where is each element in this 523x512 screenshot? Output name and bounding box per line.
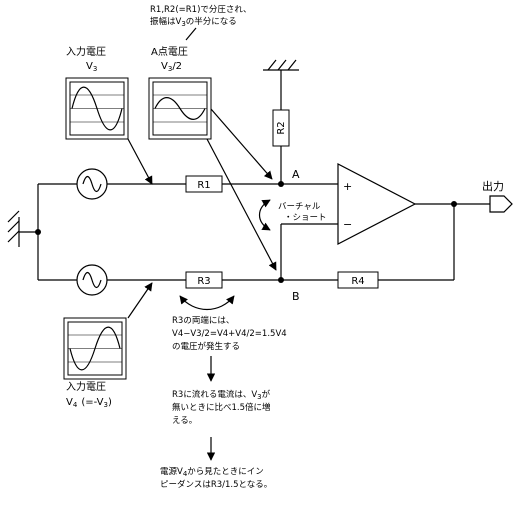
scope-in3 [65, 77, 129, 140]
scope-a [148, 77, 212, 140]
note-r3-line2: V4−V3/2=V4+V4/2=1.5V4 [172, 329, 287, 339]
node-a-label: A [292, 168, 300, 181]
arrow-scope-in3 [127, 138, 153, 185]
scope-a-title: A点電圧 [151, 46, 188, 58]
source-v4-icon [76, 264, 108, 296]
opamp-minus: − [343, 218, 352, 231]
note-current-line3: える。 [172, 416, 197, 426]
ground-left-icon [7, 210, 38, 247]
note-impedance-line1: 電源V4から見たときにイン [160, 467, 264, 478]
note-current-line2: 無いときに比べ1.5倍に増 [172, 402, 271, 413]
resistor-r1 [185, 175, 223, 193]
note-top-pointer [185, 27, 197, 41]
note-r3-line3: の電圧が発生する [172, 341, 240, 352]
virtual-short-line1: バーチャル [278, 202, 321, 212]
resistor-r4-label: R4 [351, 276, 364, 287]
scope-in3-title: 入力電圧 [66, 45, 106, 58]
junction-output [451, 201, 457, 207]
arrow-scope-in4 [127, 282, 153, 319]
virtual-short-line2: ・ショート [284, 213, 327, 223]
output-label: 出力 [482, 179, 504, 193]
note-r3-line1: R3の両端には、 [172, 315, 234, 326]
resistor-r2 [272, 109, 290, 147]
virtual-short-arrow [258, 199, 271, 231]
resistor-r1-label: R1 [197, 180, 210, 191]
source-v3-icon [76, 168, 108, 200]
opamp-triangle [337, 163, 417, 245]
scope-in4-label: V4(=-V3) [66, 397, 112, 409]
resistor-r4 [337, 271, 379, 289]
node-b-dot [278, 277, 284, 283]
arrow-scope-a-to-a [210, 108, 273, 180]
ground-top-icon [263, 59, 299, 71]
opamp-plus: + [343, 180, 352, 193]
note-top-line1: R1,R2(=R1)で分圧され、 [150, 5, 251, 15]
note-top-line2: 振幅はV3の半分になる [150, 16, 237, 28]
r3-voltage-arrow [179, 295, 235, 310]
note-current-line1: R3に流れる電流は、V3が [172, 389, 271, 401]
junction-left [35, 229, 41, 235]
arrow-scope-a-to-b [206, 138, 277, 271]
resistor-r2-label: R2 [276, 121, 287, 134]
scope-in4 [63, 317, 127, 380]
output-terminal-icon [489, 195, 513, 213]
scope-in3-label: V3 [86, 61, 97, 73]
note-impedance-line2: ピーダンスはR3/1.5となる。 [160, 479, 272, 490]
node-b-label: B [292, 290, 300, 303]
scope-a-label: V3/2 [161, 61, 182, 73]
scope-in4-title: 入力電圧 [66, 380, 106, 393]
resistor-r3-label: R3 [197, 276, 210, 287]
resistor-r3 [185, 271, 223, 289]
